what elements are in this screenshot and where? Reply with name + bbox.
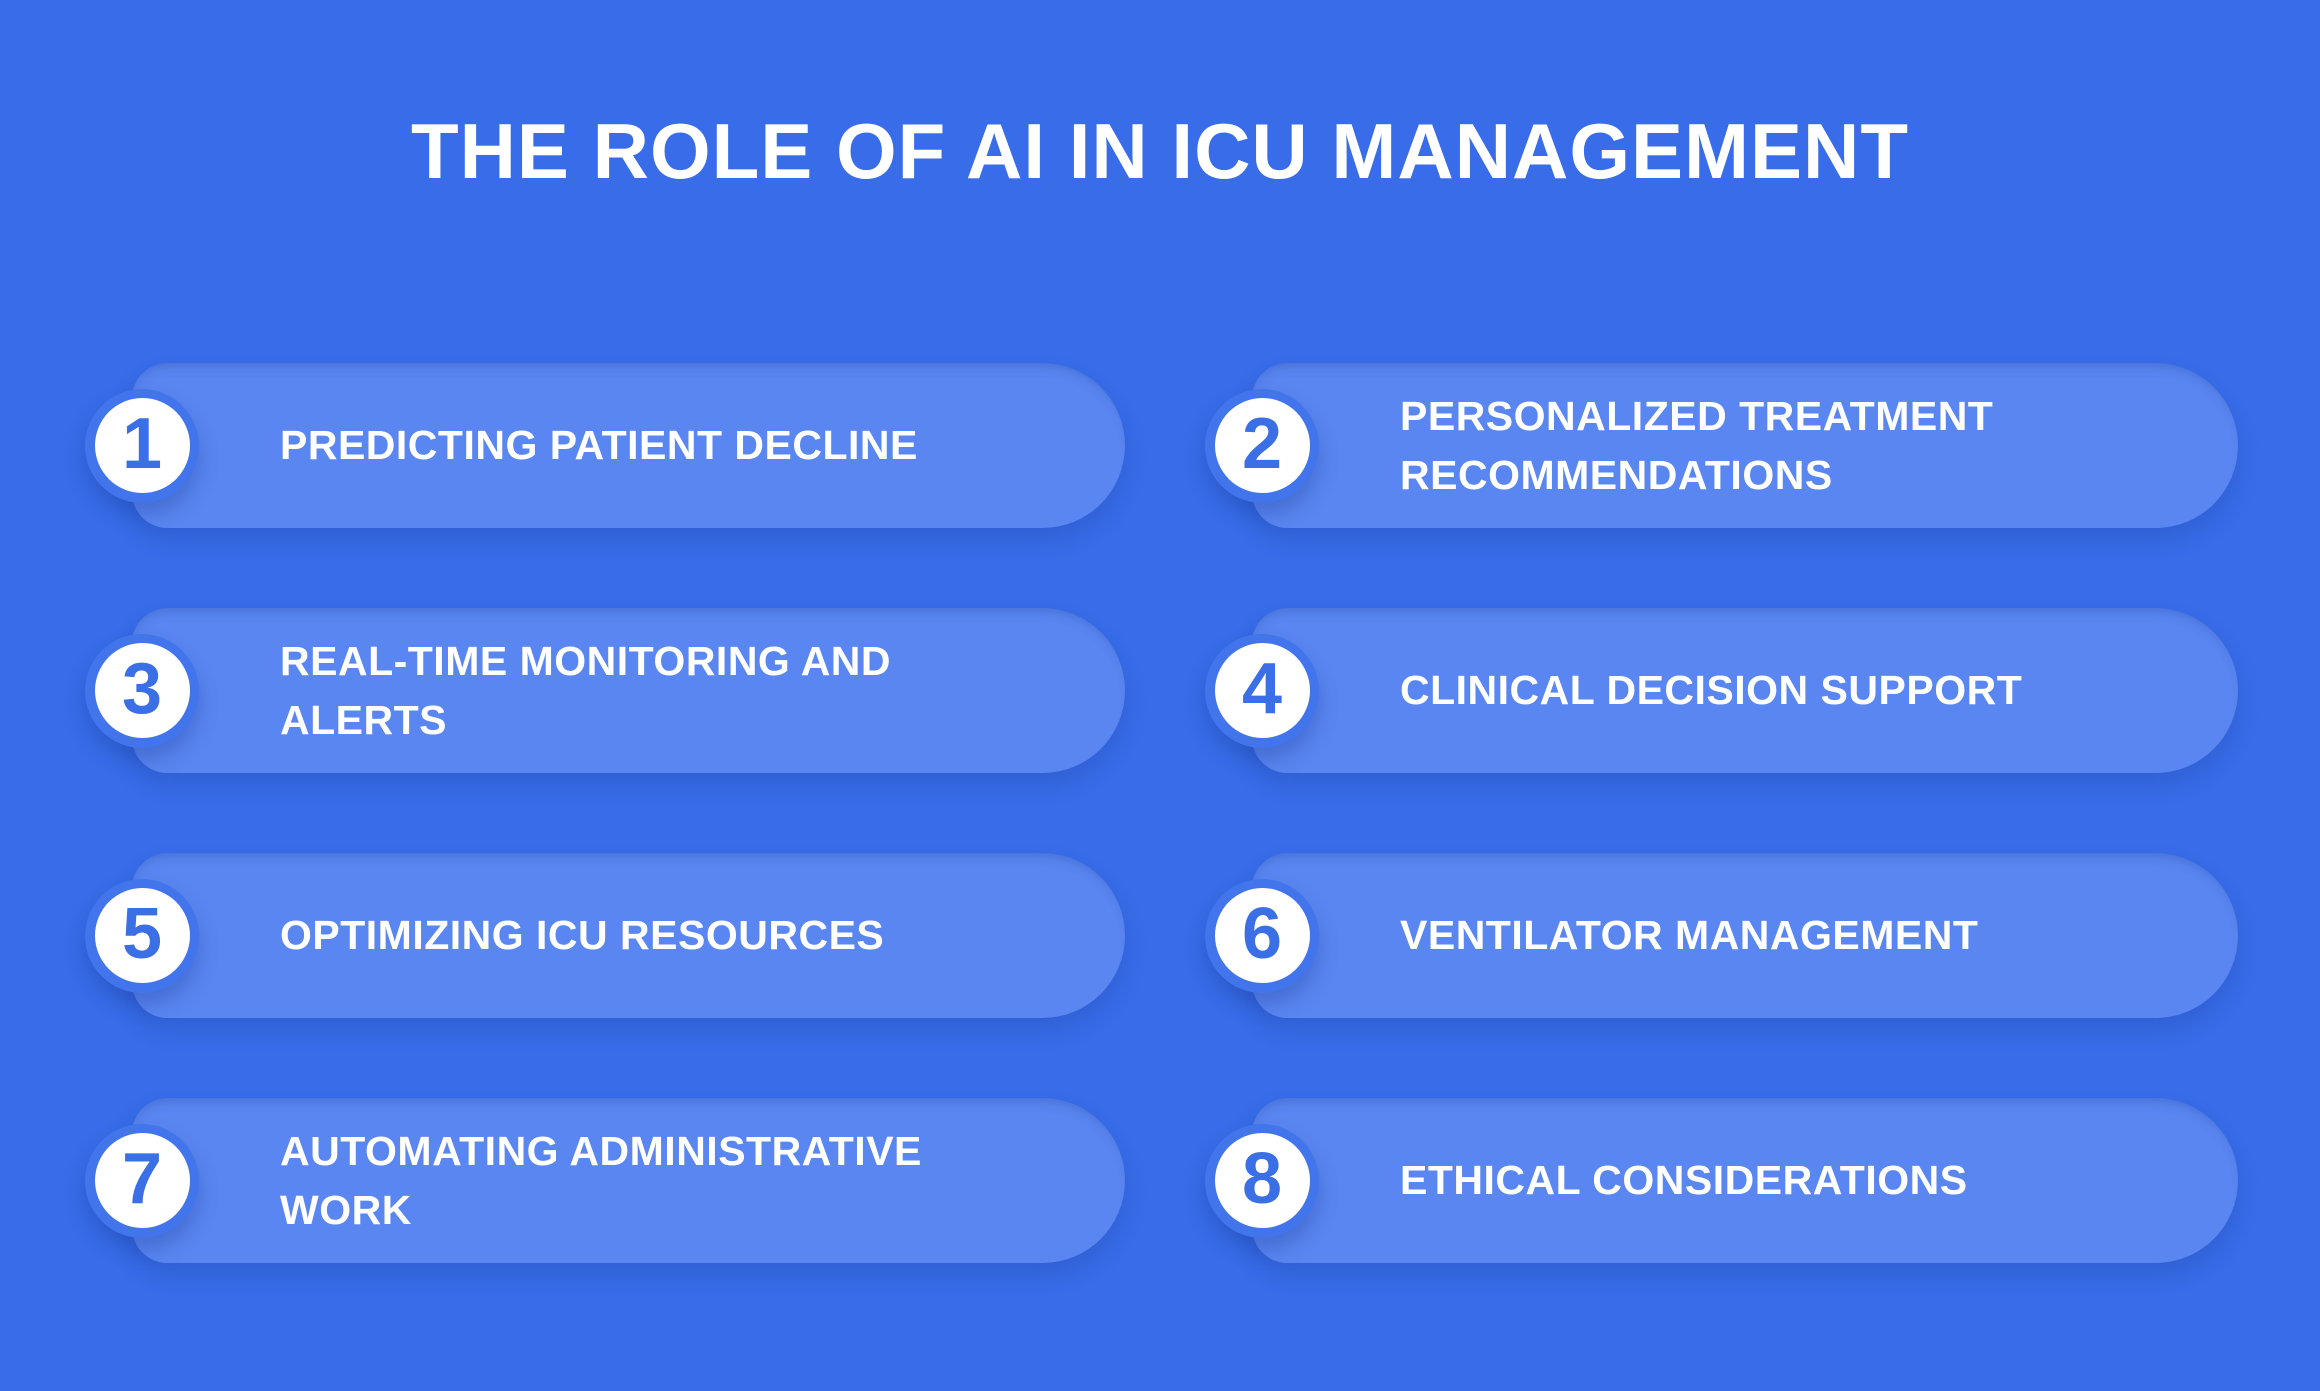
list-item-1: 1 PREDICTING PATIENT DECLINE <box>85 363 1125 528</box>
number-badge-circle: 2 <box>1214 398 1310 493</box>
list-item-6: 6 VENTILATOR MANAGEMENT <box>1205 853 2238 1018</box>
number-badge: 3 <box>85 633 199 748</box>
number-badge-circle: 6 <box>1214 888 1310 983</box>
item-pill: PREDICTING PATIENT DECLINE <box>132 363 1125 528</box>
number-badge: 1 <box>85 388 199 503</box>
item-pill: REAL-TIME MONITORING AND ALERTS <box>132 608 1125 773</box>
number-badge-circle: 7 <box>94 1133 190 1228</box>
number-badge: 2 <box>1205 388 1319 503</box>
number-badge: 7 <box>85 1123 199 1238</box>
item-number: 1 <box>121 403 163 484</box>
item-pill: ETHICAL CONSIDERATIONS <box>1252 1098 2238 1263</box>
item-pill: CLINICAL DECISION SUPPORT <box>1252 608 2238 773</box>
item-number: 8 <box>1241 1138 1283 1219</box>
number-badge: 5 <box>85 878 199 993</box>
item-number: 7 <box>121 1138 163 1219</box>
item-pill: VENTILATOR MANAGEMENT <box>1252 853 2238 1018</box>
item-number: 6 <box>1241 893 1283 974</box>
number-badge: 4 <box>1205 633 1319 748</box>
number-badge: 6 <box>1205 878 1319 993</box>
number-badge: 8 <box>1205 1123 1319 1238</box>
number-badge-circle: 8 <box>1214 1133 1310 1228</box>
item-label: PERSONALIZED TREATMENT RECOMMENDATIONS <box>1400 392 1994 498</box>
list-item-7: 7 AUTOMATING ADMINISTRATIVE WORK <box>85 1098 1125 1263</box>
page-title: THE ROLE OF AI IN ICU MANAGEMENT <box>410 107 1910 195</box>
item-label: ETHICAL CONSIDERATIONS <box>1400 1157 1968 1203</box>
item-number: 4 <box>1241 648 1283 729</box>
item-label: CLINICAL DECISION SUPPORT <box>1400 667 2023 713</box>
item-pill: OPTIMIZING ICU RESOURCES <box>132 853 1125 1018</box>
list-item-3: 3 REAL-TIME MONITORING AND ALERTS <box>85 608 1125 773</box>
number-badge-circle: 4 <box>1214 643 1310 738</box>
item-number: 2 <box>1241 403 1283 484</box>
list-item-8: 8 ETHICAL CONSIDERATIONS <box>1205 1098 2238 1263</box>
list-item-4: 4 CLINICAL DECISION SUPPORT <box>1205 608 2238 773</box>
number-badge-circle: 3 <box>94 643 190 738</box>
item-pill: PERSONALIZED TREATMENT RECOMMENDATIONS <box>1252 363 2238 528</box>
number-badge-circle: 1 <box>94 398 190 493</box>
items-grid: 1 PREDICTING PATIENT DECLINE 2 PERSONALI… <box>85 363 2238 1263</box>
number-badge-circle: 5 <box>94 888 190 983</box>
item-label: OPTIMIZING ICU RESOURCES <box>280 912 885 958</box>
item-label: VENTILATOR MANAGEMENT <box>1400 912 1979 958</box>
list-item-5: 5 OPTIMIZING ICU RESOURCES <box>85 853 1125 1018</box>
item-label: AUTOMATING ADMINISTRATIVE WORK <box>280 1127 922 1233</box>
item-label: REAL-TIME MONITORING AND ALERTS <box>280 637 892 743</box>
item-pill: AUTOMATING ADMINISTRATIVE WORK <box>132 1098 1125 1263</box>
item-number: 3 <box>121 648 163 729</box>
item-number: 5 <box>121 893 163 974</box>
list-item-2: 2 PERSONALIZED TREATMENT RECOMMENDATIONS <box>1205 363 2238 528</box>
item-label: PREDICTING PATIENT DECLINE <box>280 422 918 468</box>
